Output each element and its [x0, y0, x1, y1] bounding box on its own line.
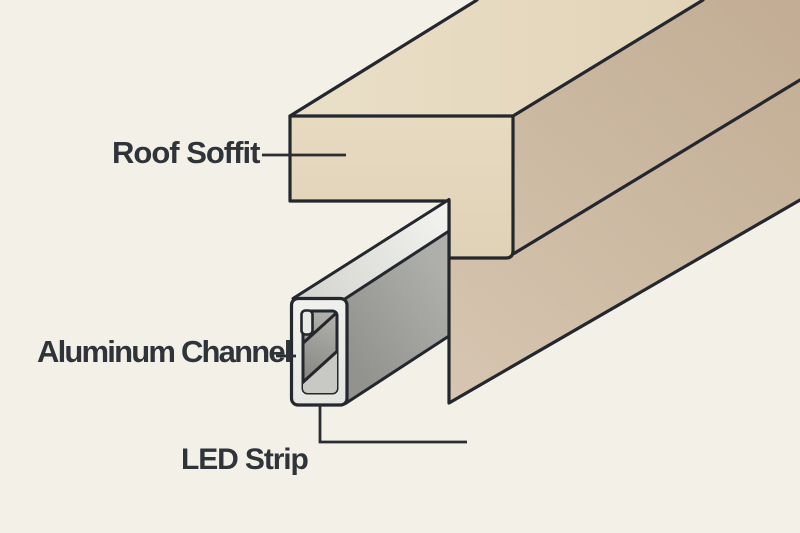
channel-lip — [300, 309, 314, 336]
roof-soffit-label: Roof Soffit — [112, 135, 260, 170]
leader-lines — [262, 153, 467, 444]
led-strip-label: LED Strip — [181, 443, 309, 476]
leader-line-led-strip — [318, 404, 467, 444]
led-strip-hatching — [303, 311, 337, 393]
aluminum-channel-label: Aluminum Channel — [37, 334, 292, 369]
soffit-side-face — [449, 0, 800, 405]
soffit-edges — [288, 0, 800, 256]
aluminum-channel-edges — [291, 198, 451, 405]
soffit-top-face — [290, 0, 703, 116]
aluminum-channel-side-face — [345, 231, 449, 404]
soffit-notch-edge — [447, 198, 800, 405]
